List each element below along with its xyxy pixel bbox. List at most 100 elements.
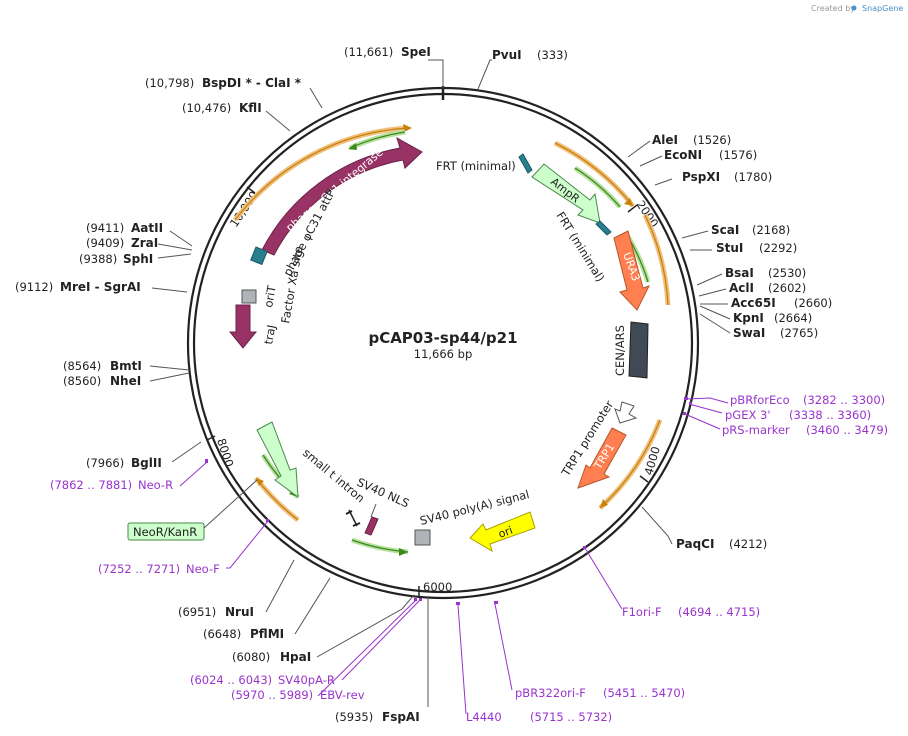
enzyme-bsai[interactable]: BsaI xyxy=(725,266,754,280)
enzyme-pos-hpai: (6080) xyxy=(232,650,270,664)
primer-range-pbr322ori-f: (5451 .. 5470) xyxy=(603,686,685,700)
orf-ampr-inner-line xyxy=(574,167,621,208)
enzyme-pos-fspai: (5935) xyxy=(335,710,373,724)
enzyme-hpai[interactable]: HpaI xyxy=(280,650,311,664)
enzyme-pos-nhei: (8560) xyxy=(63,374,101,388)
primer-range-l4440: (5715 .. 5732) xyxy=(530,710,612,724)
enzyme-labels: (11,661) SpeI PvuI (333) (10,798) BspDI … xyxy=(15,45,832,724)
enzyme-pflmi[interactable]: PflMI xyxy=(250,627,284,641)
tick-10000 xyxy=(246,186,256,194)
small-t-intron-feature[interactable] xyxy=(345,509,361,527)
primer-range-neo-f: (7252 .. 7271) xyxy=(98,562,180,576)
enzyme-swai[interactable]: SwaI xyxy=(733,326,765,340)
enzyme-pos-bmti: (8564) xyxy=(63,359,101,373)
factor-xa-label: Factor Xa site xyxy=(278,245,305,324)
primer-leaders xyxy=(179,397,729,715)
primer-pbrforeco[interactable]: pBRforEco xyxy=(730,393,790,407)
orit-label: oriT xyxy=(261,283,279,308)
neo-kan-box[interactable] xyxy=(127,522,205,541)
enzyme-zrai[interactable]: ZraI xyxy=(131,236,158,250)
primer-l4440[interactable]: L4440 xyxy=(466,710,502,724)
enzyme-pos-swai: (2765) xyxy=(780,326,818,340)
trp1-feature[interactable] xyxy=(577,427,627,489)
tick-8000 xyxy=(206,435,216,441)
primer-f1ori-f[interactable]: F1ori-F xyxy=(622,605,662,619)
primer-range-f1ori-f: (4694 .. 4715) xyxy=(678,605,760,619)
primer-pbr322ori-f[interactable]: pBR322ori-F xyxy=(515,686,586,700)
enzyme-pos-pflmi: (6648) xyxy=(203,627,241,641)
primer-neo-f[interactable]: Neo-F xyxy=(186,562,220,576)
orf-sv40-inner-arrowhead xyxy=(399,548,408,556)
traj-label: traJ xyxy=(261,324,278,346)
integrase-feature[interactable] xyxy=(261,136,423,256)
snapgene-logo-icon xyxy=(851,5,857,11)
enzyme-pos-nrui: (6951) xyxy=(178,605,216,619)
enzyme-pos-pspxi: (1780) xyxy=(734,170,772,184)
orf-neo-outer-arrowhead xyxy=(256,478,264,486)
enzyme-bmti[interactable]: BmtI xyxy=(110,359,142,373)
ampr-feature[interactable] xyxy=(531,163,601,224)
enzyme-pos-bspdi: (10,798) xyxy=(145,76,194,90)
orf-integrase-inner-arrowhead xyxy=(348,143,357,150)
orf-ampr-outer-line xyxy=(554,142,634,207)
enzyme-bspdi-clai[interactable]: BspDI * - ClaI * xyxy=(202,76,302,90)
trp1-promoter-feature[interactable] xyxy=(614,401,638,424)
enzyme-paqci[interactable]: PaqCI xyxy=(676,537,714,551)
enzyme-acc65i[interactable]: Acc65I xyxy=(731,296,776,310)
small-t-intron-label: small t intron xyxy=(300,446,367,506)
integrase-label: phage φC31 integrase xyxy=(284,146,386,235)
enzyme-pos-spei: (11,661) xyxy=(344,45,393,59)
enzyme-pos-pvui: (333) xyxy=(537,48,568,62)
orf-integrase-outer-line xyxy=(234,127,409,221)
enzyme-acli[interactable]: AclI xyxy=(729,281,754,295)
primer-pgex3[interactable]: pGEX 3' xyxy=(725,408,771,422)
enzyme-nrui[interactable]: NruI xyxy=(225,605,254,619)
primer-ebv-rev[interactable]: EBV-rev xyxy=(320,688,365,702)
primer-prs-marker[interactable]: pRS-marker xyxy=(722,423,790,437)
enzyme-kfli[interactable]: KflI xyxy=(239,101,262,115)
enzyme-alei[interactable]: AleI xyxy=(652,133,678,147)
enzyme-stui[interactable]: StuI xyxy=(716,241,743,255)
orf-ura3-outer-line xyxy=(644,214,669,306)
ori-label: ori xyxy=(497,524,515,541)
orf-integrase-arrowhead xyxy=(403,124,412,132)
sv40pa-feature[interactable] xyxy=(414,529,431,546)
enzyme-pvui[interactable]: PvuI xyxy=(492,48,522,62)
enzyme-econi[interactable]: EcoNI xyxy=(664,148,702,162)
orit-feature[interactable] xyxy=(241,289,257,304)
frt1-label: FRT (minimal) xyxy=(436,159,516,173)
enzyme-pos-sphi: (9388) xyxy=(79,252,117,266)
enzyme-pos-stui: (2292) xyxy=(759,241,797,255)
sv40nls-leader xyxy=(370,503,377,518)
primer-neo-r[interactable]: Neo-R xyxy=(138,478,173,492)
enzyme-pos-mrei: (9112) xyxy=(15,280,53,294)
enzyme-kpni[interactable]: KpnI xyxy=(733,311,764,325)
frt1-feature[interactable] xyxy=(518,153,533,174)
enzyme-pos-aatii: (9411) xyxy=(86,221,124,235)
enzyme-mrei-sgrai[interactable]: MreI - SgrAI xyxy=(60,280,141,294)
primer-sv40pa-r[interactable]: SV40pA-R xyxy=(278,673,335,687)
enzyme-scai[interactable]: ScaI xyxy=(711,223,739,237)
tick-2000 xyxy=(627,204,638,213)
enzyme-fspai[interactable]: FspAI xyxy=(382,710,420,724)
enzyme-pspxi[interactable]: PspXI xyxy=(682,170,720,184)
enzyme-bglii[interactable]: BglII xyxy=(131,456,162,470)
enzyme-spei[interactable]: SpeI xyxy=(401,45,431,59)
ori-feature[interactable] xyxy=(469,511,536,553)
cen-ars-feature[interactable] xyxy=(628,321,649,379)
plasmid-size: 11,666 bp xyxy=(414,347,473,361)
enzyme-aatii[interactable]: AatII xyxy=(131,221,163,235)
ura3-feature[interactable] xyxy=(613,230,650,311)
primer-range-pgex3: (3338 .. 3360) xyxy=(789,408,871,422)
enzyme-nhei[interactable]: NheI xyxy=(110,374,141,388)
traj-feature[interactable] xyxy=(228,304,258,349)
attp-feature[interactable] xyxy=(250,246,268,266)
enzyme-pos-alei: (1526) xyxy=(693,133,731,147)
neo-feature[interactable] xyxy=(256,421,299,499)
enzyme-sphi[interactable]: SphI xyxy=(123,252,153,266)
cen-ars-label: CEN/ARS xyxy=(613,325,627,376)
frt2-feature[interactable] xyxy=(595,220,612,236)
tick-4000 xyxy=(639,475,649,483)
sv40nls-feature[interactable] xyxy=(364,516,379,536)
